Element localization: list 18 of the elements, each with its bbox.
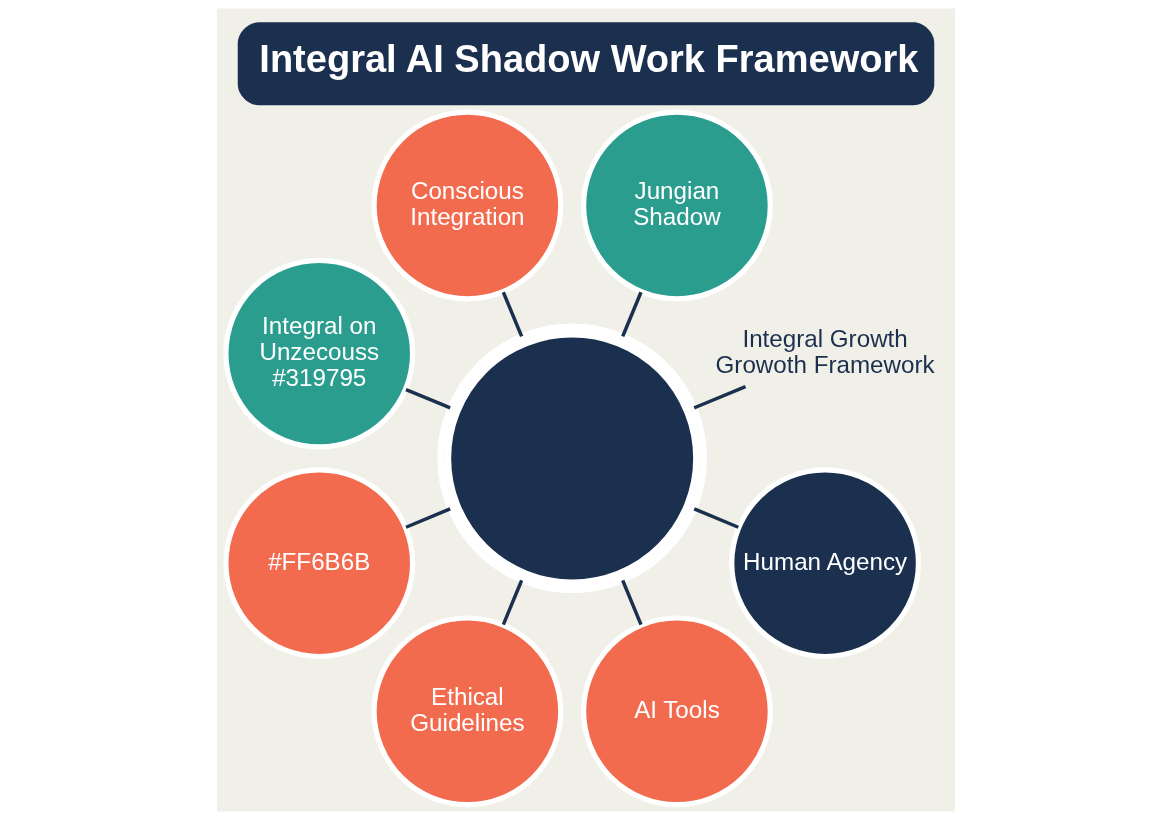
connector [501, 291, 523, 338]
node-circle: Integral on Unzecouss #319795 [222, 257, 415, 450]
node-circle: AI Tools [580, 615, 773, 808]
node-circle: Conscious Integration [370, 109, 563, 302]
connector [693, 385, 746, 410]
connector [501, 579, 523, 626]
node-circle: Human Agency [728, 467, 921, 660]
connector [620, 579, 643, 626]
connector [620, 291, 643, 338]
connector [693, 507, 739, 529]
node-circle: Jungian Shadow [580, 109, 773, 302]
node-circle [436, 323, 707, 594]
connector [404, 388, 451, 410]
node-circle: Ethical Guidelines [370, 615, 563, 808]
node-text: Integral Growth Growoth Framework [715, 325, 935, 378]
connector [404, 507, 451, 529]
node-circle: #FF6B6B [222, 467, 415, 660]
diagram-title: Integral AI Shadow Work Framework [258, 37, 918, 80]
